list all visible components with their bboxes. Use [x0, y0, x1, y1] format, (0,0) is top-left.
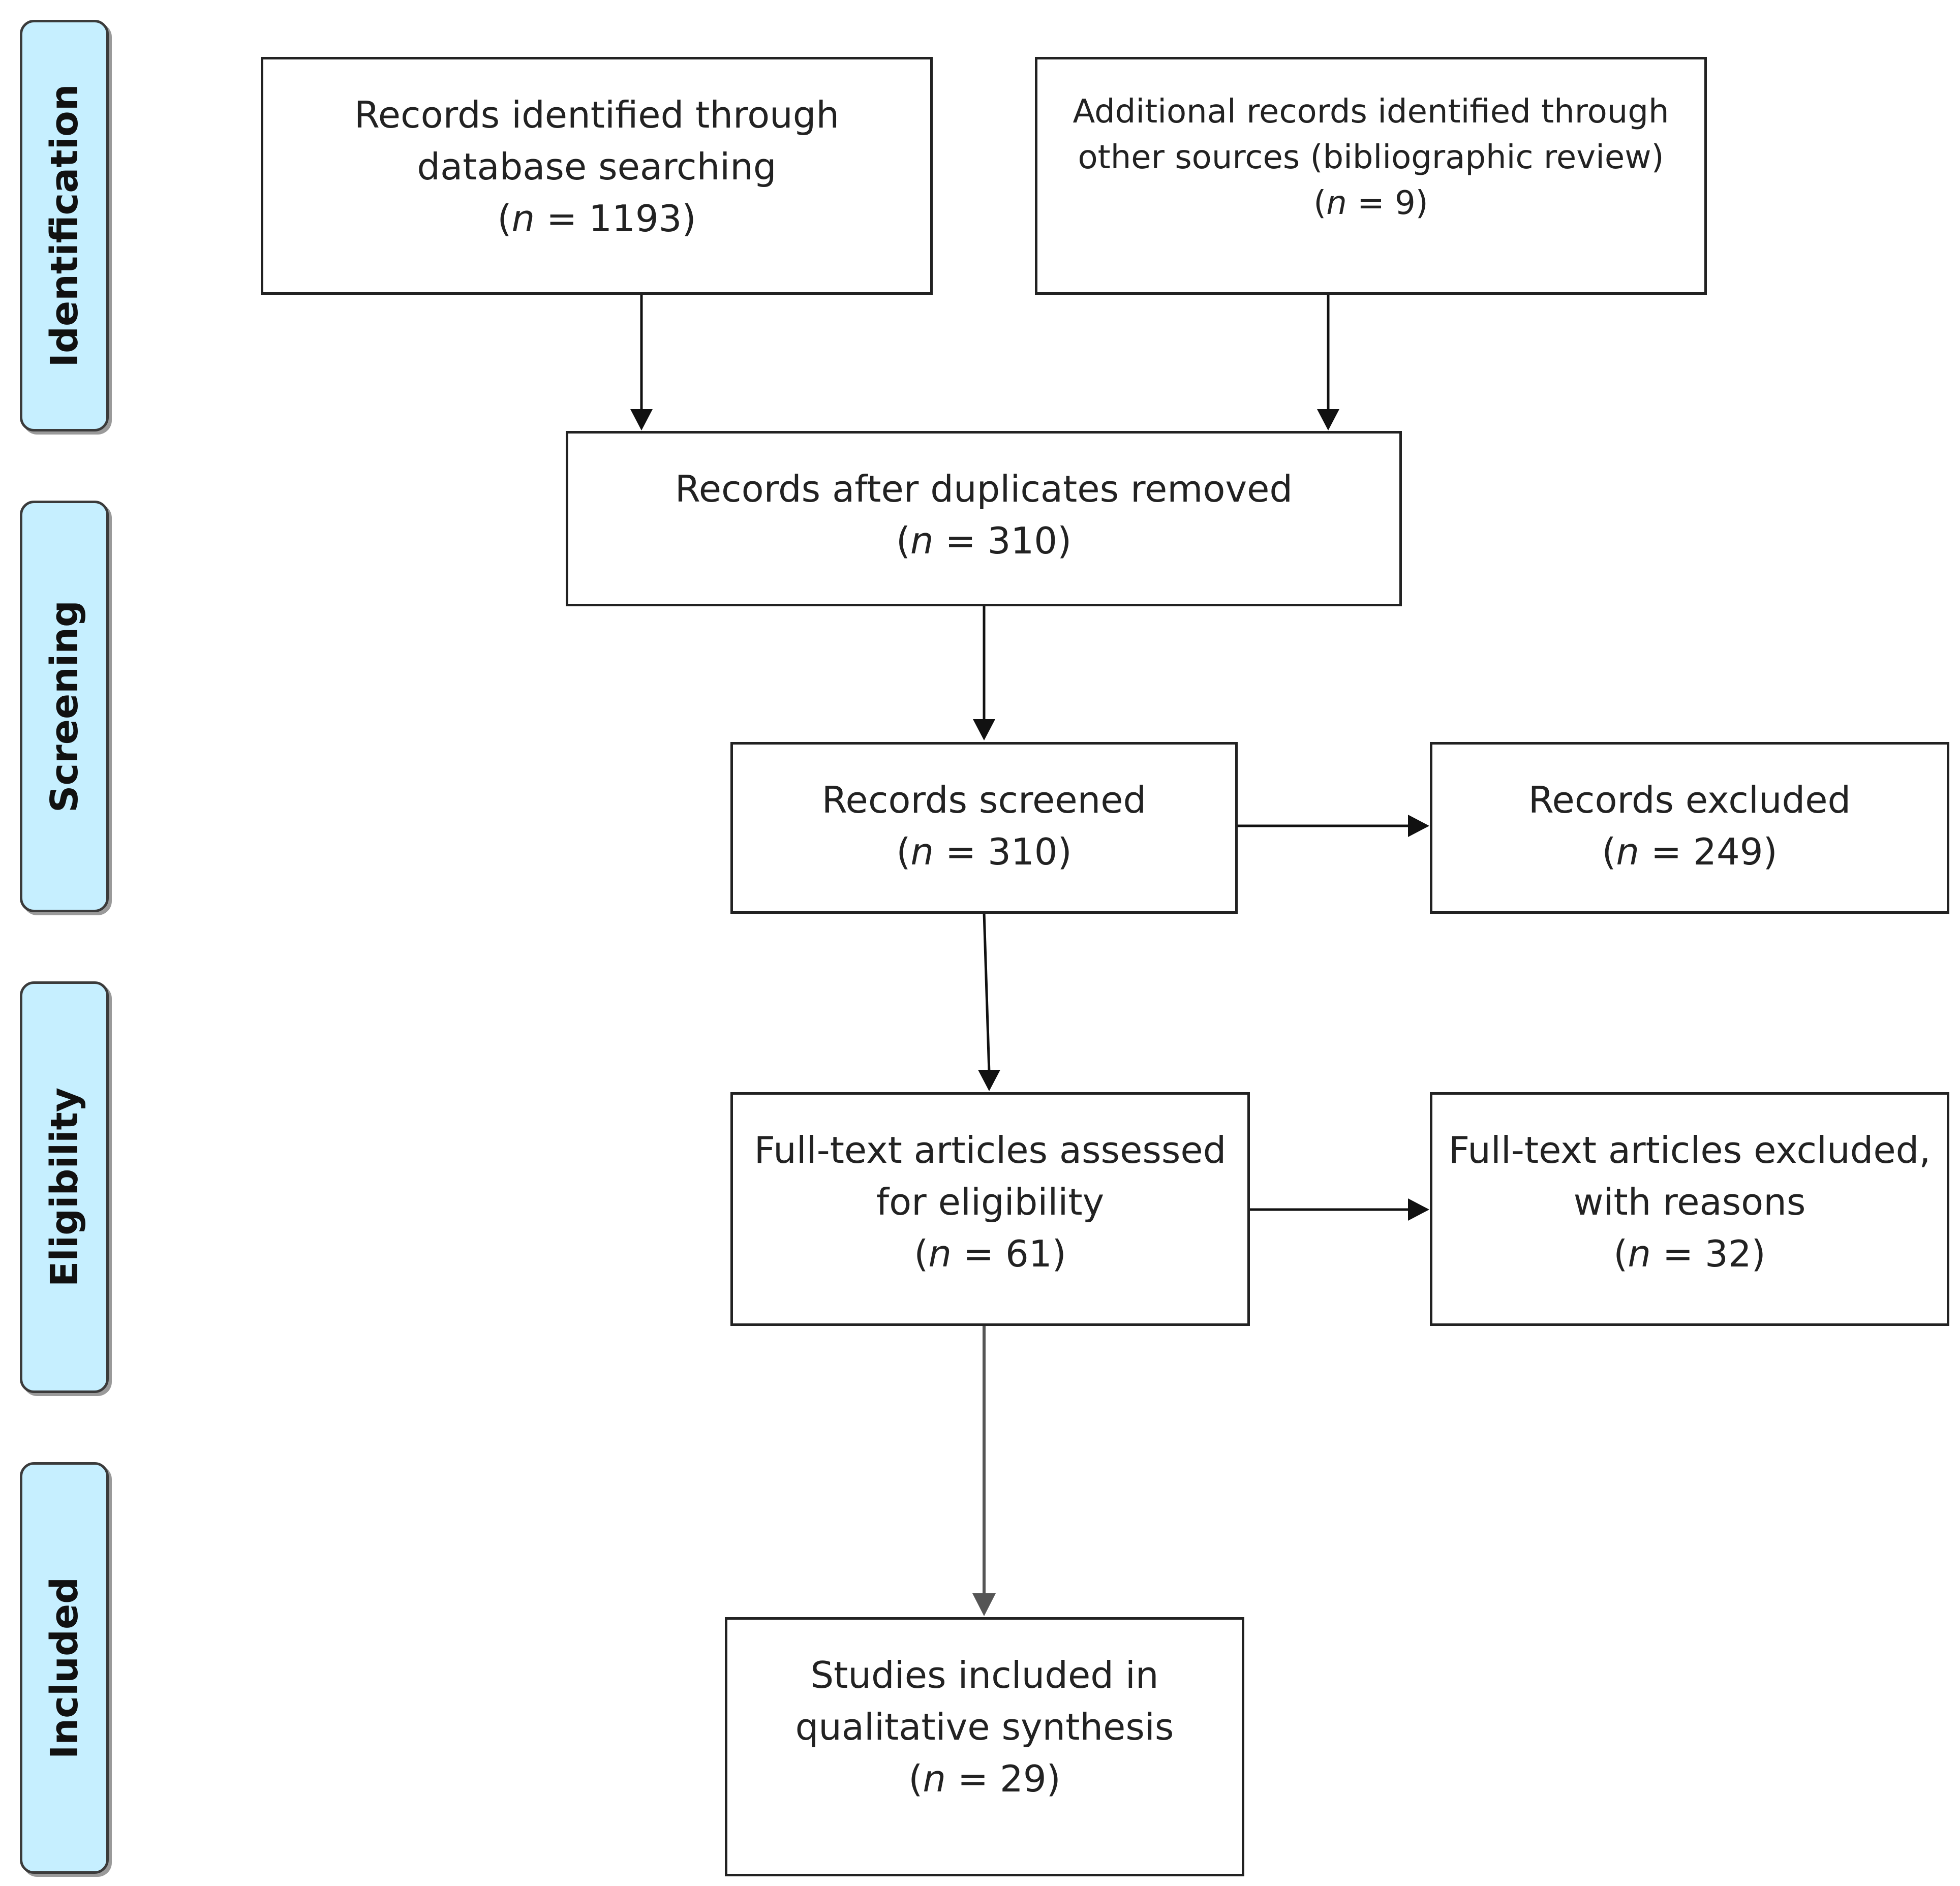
other-sources-count: (n = 9) — [1313, 184, 1428, 222]
arrowhead-screened-to-fulltext — [978, 1070, 1000, 1091]
duplicates-removed-line1: Records after duplicates removed — [675, 468, 1293, 510]
arrow-screened-to-fulltext — [983, 912, 991, 1073]
arrowhead-database-to-duplicates — [630, 409, 653, 430]
box-fulltext-assessed: Full-text articles assessed for eligibil… — [730, 1092, 1250, 1326]
fulltext-excluded-count: (n = 32) — [1613, 1232, 1766, 1275]
database-search-count: (n = 1193) — [497, 197, 696, 240]
database-search-line1: Records identified through — [354, 94, 840, 136]
duplicates-removed-count: (n = 310) — [896, 519, 1072, 562]
fulltext-assessed-line1: Full-text articles assessed — [754, 1129, 1227, 1171]
other-sources-line1: Additional records identified through — [1073, 93, 1669, 131]
arrowhead-duplicates-to-screened — [973, 719, 995, 740]
records-excluded-line1: Records excluded — [1528, 779, 1851, 821]
included-studies-line2: qualitative synthesis — [795, 1706, 1174, 1748]
box-records-excluded: Records excluded (n = 249) — [1430, 742, 1949, 914]
arrowhead-other-to-duplicates — [1317, 409, 1339, 430]
stage-included: Included — [20, 1462, 109, 1874]
arrowhead-screened-to-excluded — [1408, 815, 1429, 837]
arrowhead-fulltext-to-excluded — [1408, 1198, 1429, 1221]
arrowhead-fulltext-to-included — [972, 1593, 996, 1616]
box-duplicates-removed: Records after duplicates removed (n = 31… — [566, 431, 1402, 606]
stage-screening: Screening — [20, 501, 109, 912]
box-database-search: Records identified through database sear… — [261, 57, 933, 295]
fulltext-assessed-line2: for eligibility — [876, 1181, 1105, 1223]
records-excluded-count: (n = 249) — [1602, 830, 1778, 873]
box-other-sources: Additional records identified through ot… — [1035, 57, 1707, 295]
records-screened-line1: Records screened — [821, 779, 1147, 821]
fulltext-assessed-count: (n = 61) — [914, 1232, 1066, 1275]
included-studies-line1: Studies included in — [810, 1654, 1159, 1696]
box-fulltext-excluded: Full-text articles excluded, with reason… — [1430, 1092, 1949, 1326]
box-records-screened: Records screened (n = 310) — [730, 742, 1238, 914]
database-search-line2: database searching — [417, 145, 777, 188]
records-screened-count: (n = 310) — [896, 830, 1072, 873]
fulltext-excluded-line1: Full-text articles excluded, — [1448, 1129, 1931, 1171]
other-sources-line2: other sources (bibliographic review) — [1078, 139, 1664, 176]
stage-eligibility: Eligibility — [20, 981, 109, 1393]
included-studies-count: (n = 29) — [908, 1757, 1061, 1800]
fulltext-excluded-line2: with reasons — [1573, 1181, 1806, 1223]
stage-identification: Identification — [20, 20, 109, 431]
box-included-studies: Studies included in qualitative synthesi… — [725, 1617, 1244, 1876]
